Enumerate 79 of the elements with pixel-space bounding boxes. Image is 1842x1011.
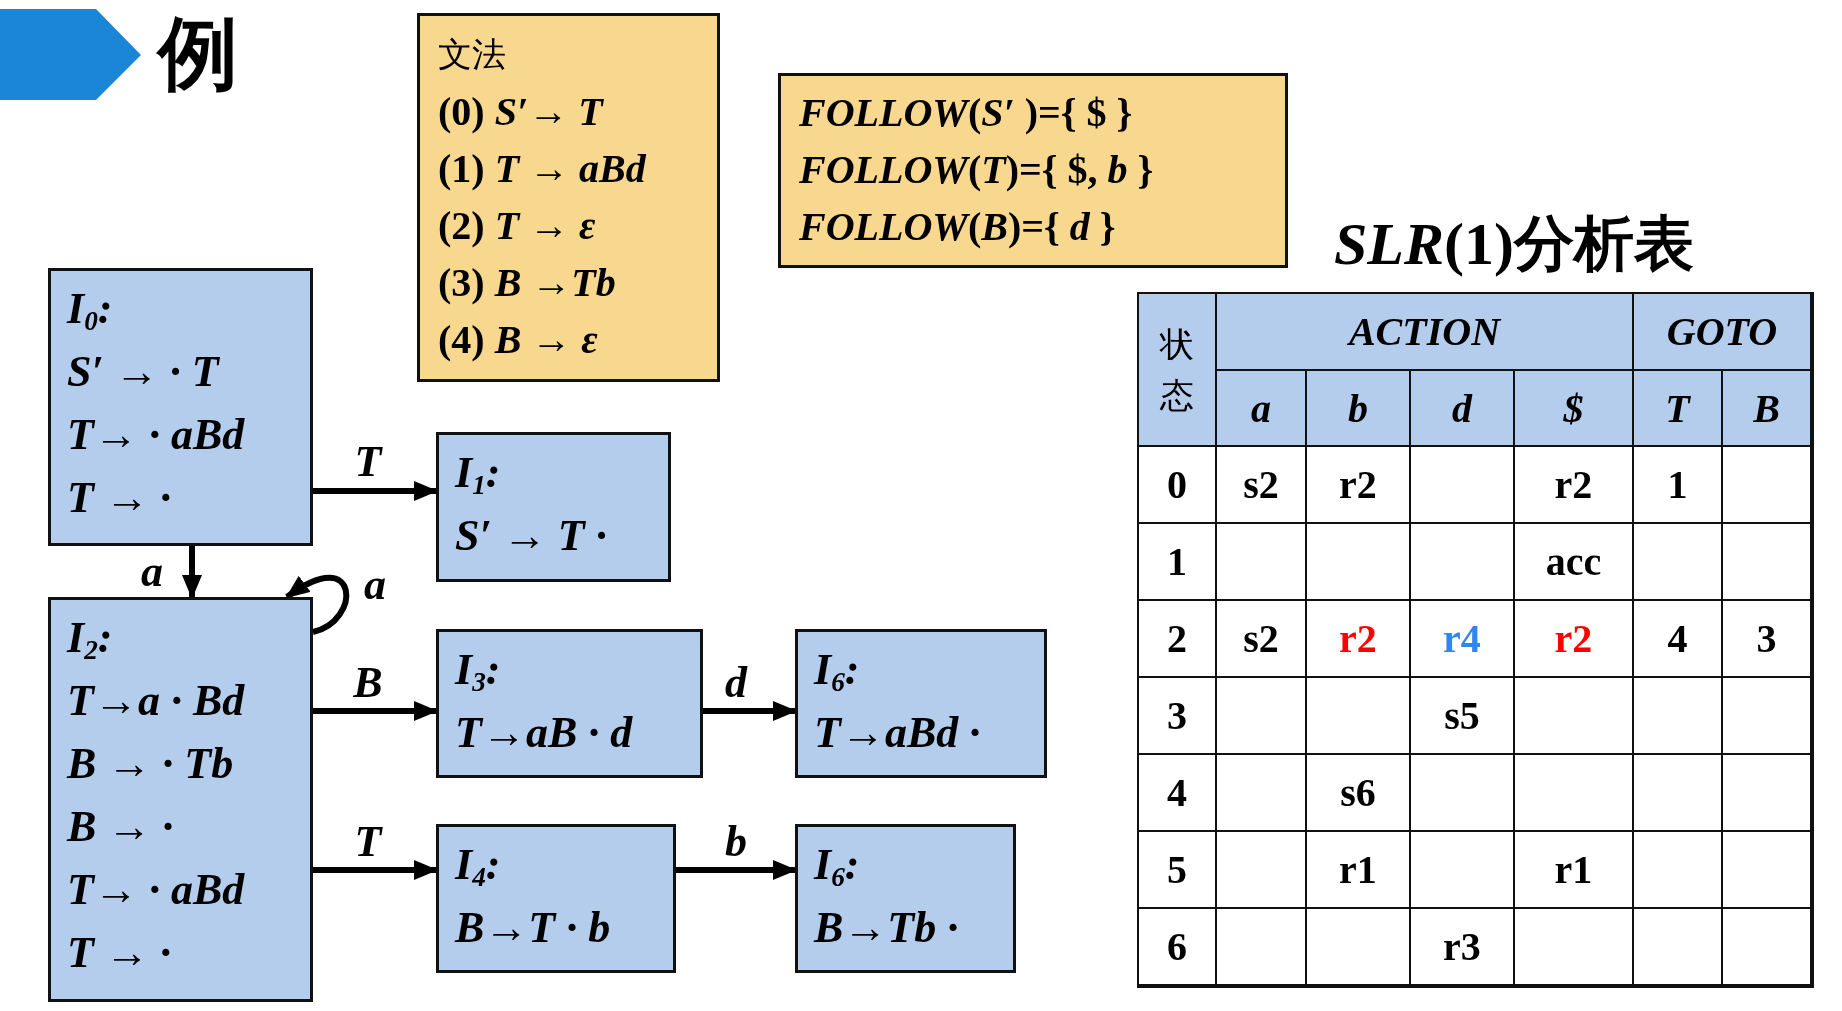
production: S′ → T · [455, 510, 607, 562]
heading: I$_{3}$: [455, 644, 501, 699]
production: B→T · b [455, 902, 611, 954]
production: B → · [67, 801, 174, 853]
column-header: $ [1515, 371, 1634, 447]
production: (0) S′→ T [438, 88, 603, 136]
arrow [313, 701, 438, 721]
production: T→aBd · [814, 707, 981, 759]
column-header: 状态 [1139, 294, 1217, 447]
table-cell: s2 [1217, 447, 1307, 524]
production: T→aB · d [455, 707, 633, 759]
heading: 文法 [438, 33, 506, 76]
production: B → · Tb [67, 738, 234, 790]
column-header: d [1411, 371, 1515, 447]
arrow [313, 481, 438, 501]
production: T→ · aBd [67, 864, 245, 916]
production: (2) T → ε [438, 202, 596, 250]
item-set-box [48, 597, 313, 1002]
column-header: ACTION [1217, 294, 1634, 371]
arrow [182, 546, 202, 599]
production: T→ · aBd [67, 409, 245, 461]
note-box [778, 73, 1288, 268]
table-cell: s6 [1307, 755, 1411, 832]
table-title: SLR(1)分析表 [1334, 210, 1694, 279]
production: FOLLOW(T)={ $, b } [799, 146, 1154, 194]
table-cell: r4 [1411, 601, 1515, 678]
row-header: 6 [1139, 909, 1217, 986]
heading: I$_{6}$: [814, 644, 860, 699]
row-header: 2 [1139, 601, 1217, 678]
arrow [313, 860, 438, 880]
table-cell: r2 [1515, 447, 1634, 524]
item-set-box [795, 629, 1047, 778]
table-cell: r1 [1307, 832, 1411, 909]
column-header: B [1723, 371, 1812, 447]
heading: I$_{2}$: [67, 612, 113, 667]
row-header: 5 [1139, 832, 1217, 909]
title: 例 [158, 14, 238, 94]
item-set-box [436, 824, 676, 973]
table-cell: s5 [1411, 678, 1515, 755]
table-cell: s2 [1217, 601, 1307, 678]
table-cell: r2 [1515, 601, 1634, 678]
table-cell: 3 [1723, 601, 1812, 678]
production: (1) T → aBd [438, 145, 646, 193]
production: B→Tb · [814, 902, 959, 954]
heading: I$_{0}$: [67, 283, 113, 338]
table-cell: r1 [1515, 832, 1634, 909]
item-set-box [436, 432, 671, 582]
table-cell: r2 [1307, 601, 1411, 678]
table-cell: 1 [1634, 447, 1723, 524]
item-set-box [436, 629, 703, 778]
table-cell: r2 [1307, 447, 1411, 524]
production: FOLLOW(S′ )={ $ } [799, 89, 1133, 137]
heading: I$_{1}$: [455, 447, 501, 502]
table-cell: acc [1515, 524, 1634, 601]
column-header: T [1634, 371, 1723, 447]
row-header: 1 [1139, 524, 1217, 601]
arrow [703, 701, 797, 721]
heading: I$_{6}$: [814, 839, 860, 894]
column-header: a [1217, 371, 1307, 447]
row-header: 4 [1139, 755, 1217, 832]
production: (4) B → ε [438, 316, 598, 364]
arrow [676, 860, 797, 880]
production: (3) B →Tb [438, 259, 616, 307]
arrow [285, 575, 350, 635]
note-box [417, 13, 720, 382]
heading: I$_{4}$: [455, 839, 501, 894]
production: FOLLOW(B)={ d } [799, 203, 1116, 251]
production: T → · [67, 472, 171, 524]
item-set-box [795, 824, 1016, 973]
item-set-box [48, 268, 313, 546]
row-header: 0 [1139, 447, 1217, 524]
production: T → · [67, 927, 171, 979]
production: S′ → · T [67, 346, 219, 398]
production: T→a · Bd [67, 675, 245, 727]
column-header: b [1307, 371, 1411, 447]
row-header: 3 [1139, 678, 1217, 755]
table-cell: r3 [1411, 909, 1515, 986]
table-cell: 4 [1634, 601, 1723, 678]
column-header: GOTO [1634, 294, 1812, 371]
